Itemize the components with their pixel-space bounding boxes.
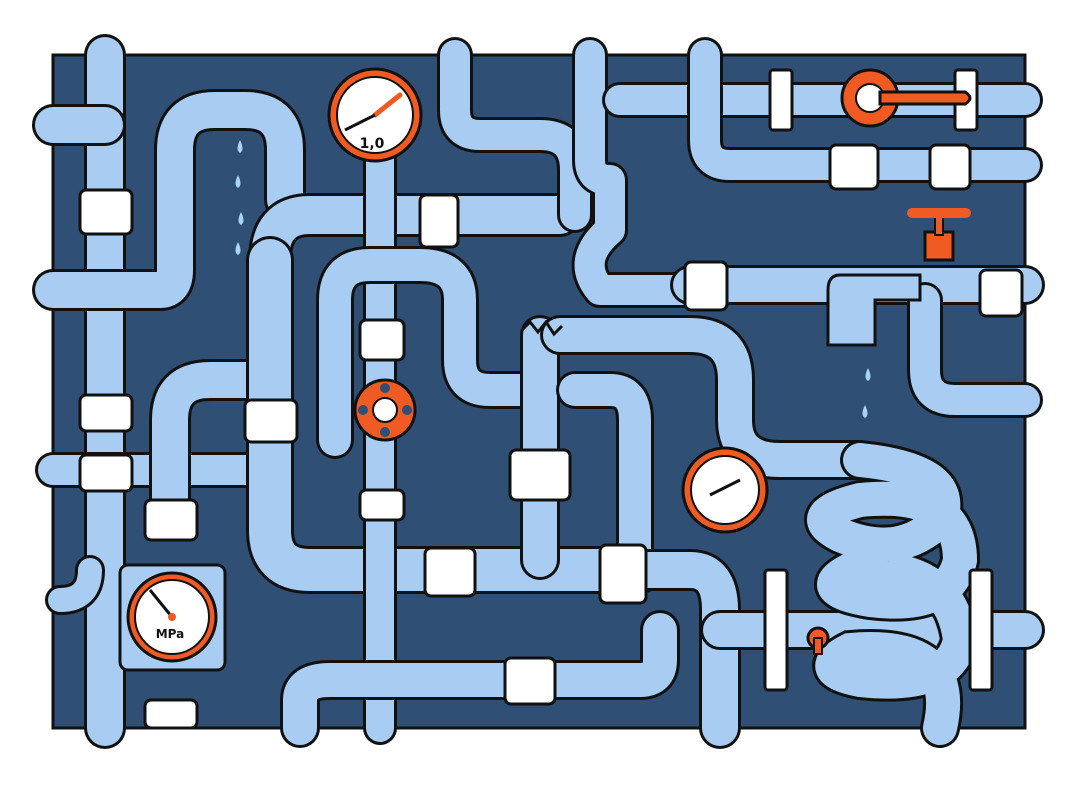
pressure-gauge-icon [681, 446, 769, 534]
broken-pipe-edge [520, 319, 564, 337]
pipe-network [32, 34, 1045, 749]
gauge-label: 1,0 [360, 136, 385, 152]
lever-valve-icon [840, 68, 972, 128]
gauge-label: MPa [156, 627, 185, 641]
lever-valve-icon [806, 626, 830, 655]
faucet-icon [826, 208, 971, 347]
coiled-hose-icon [804, 440, 981, 748]
fittings [78, 68, 1024, 730]
pressure-gauge-icon: 1,0 [327, 67, 423, 163]
water-drop-icon [235, 140, 871, 418]
pressure-gauge-icon: MPa [118, 563, 227, 672]
valve-wheel-icon [353, 378, 417, 442]
